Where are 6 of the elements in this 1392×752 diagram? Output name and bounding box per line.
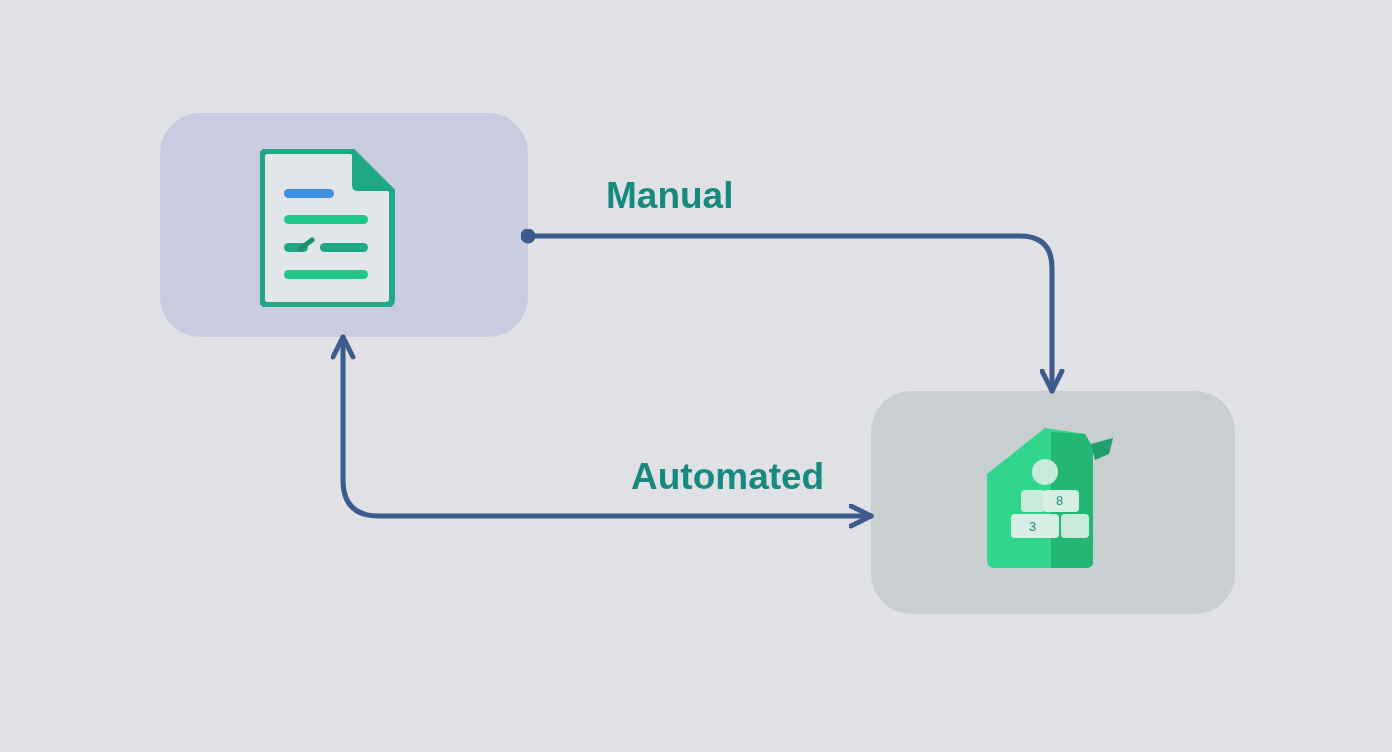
rounded-panel xyxy=(160,113,528,337)
icon-digit: 3 xyxy=(1029,520,1037,533)
arrow xyxy=(520,228,1065,394)
rounded-panel xyxy=(871,391,1235,614)
icon-digit: 8 xyxy=(1056,494,1064,507)
arrow xyxy=(330,334,874,529)
